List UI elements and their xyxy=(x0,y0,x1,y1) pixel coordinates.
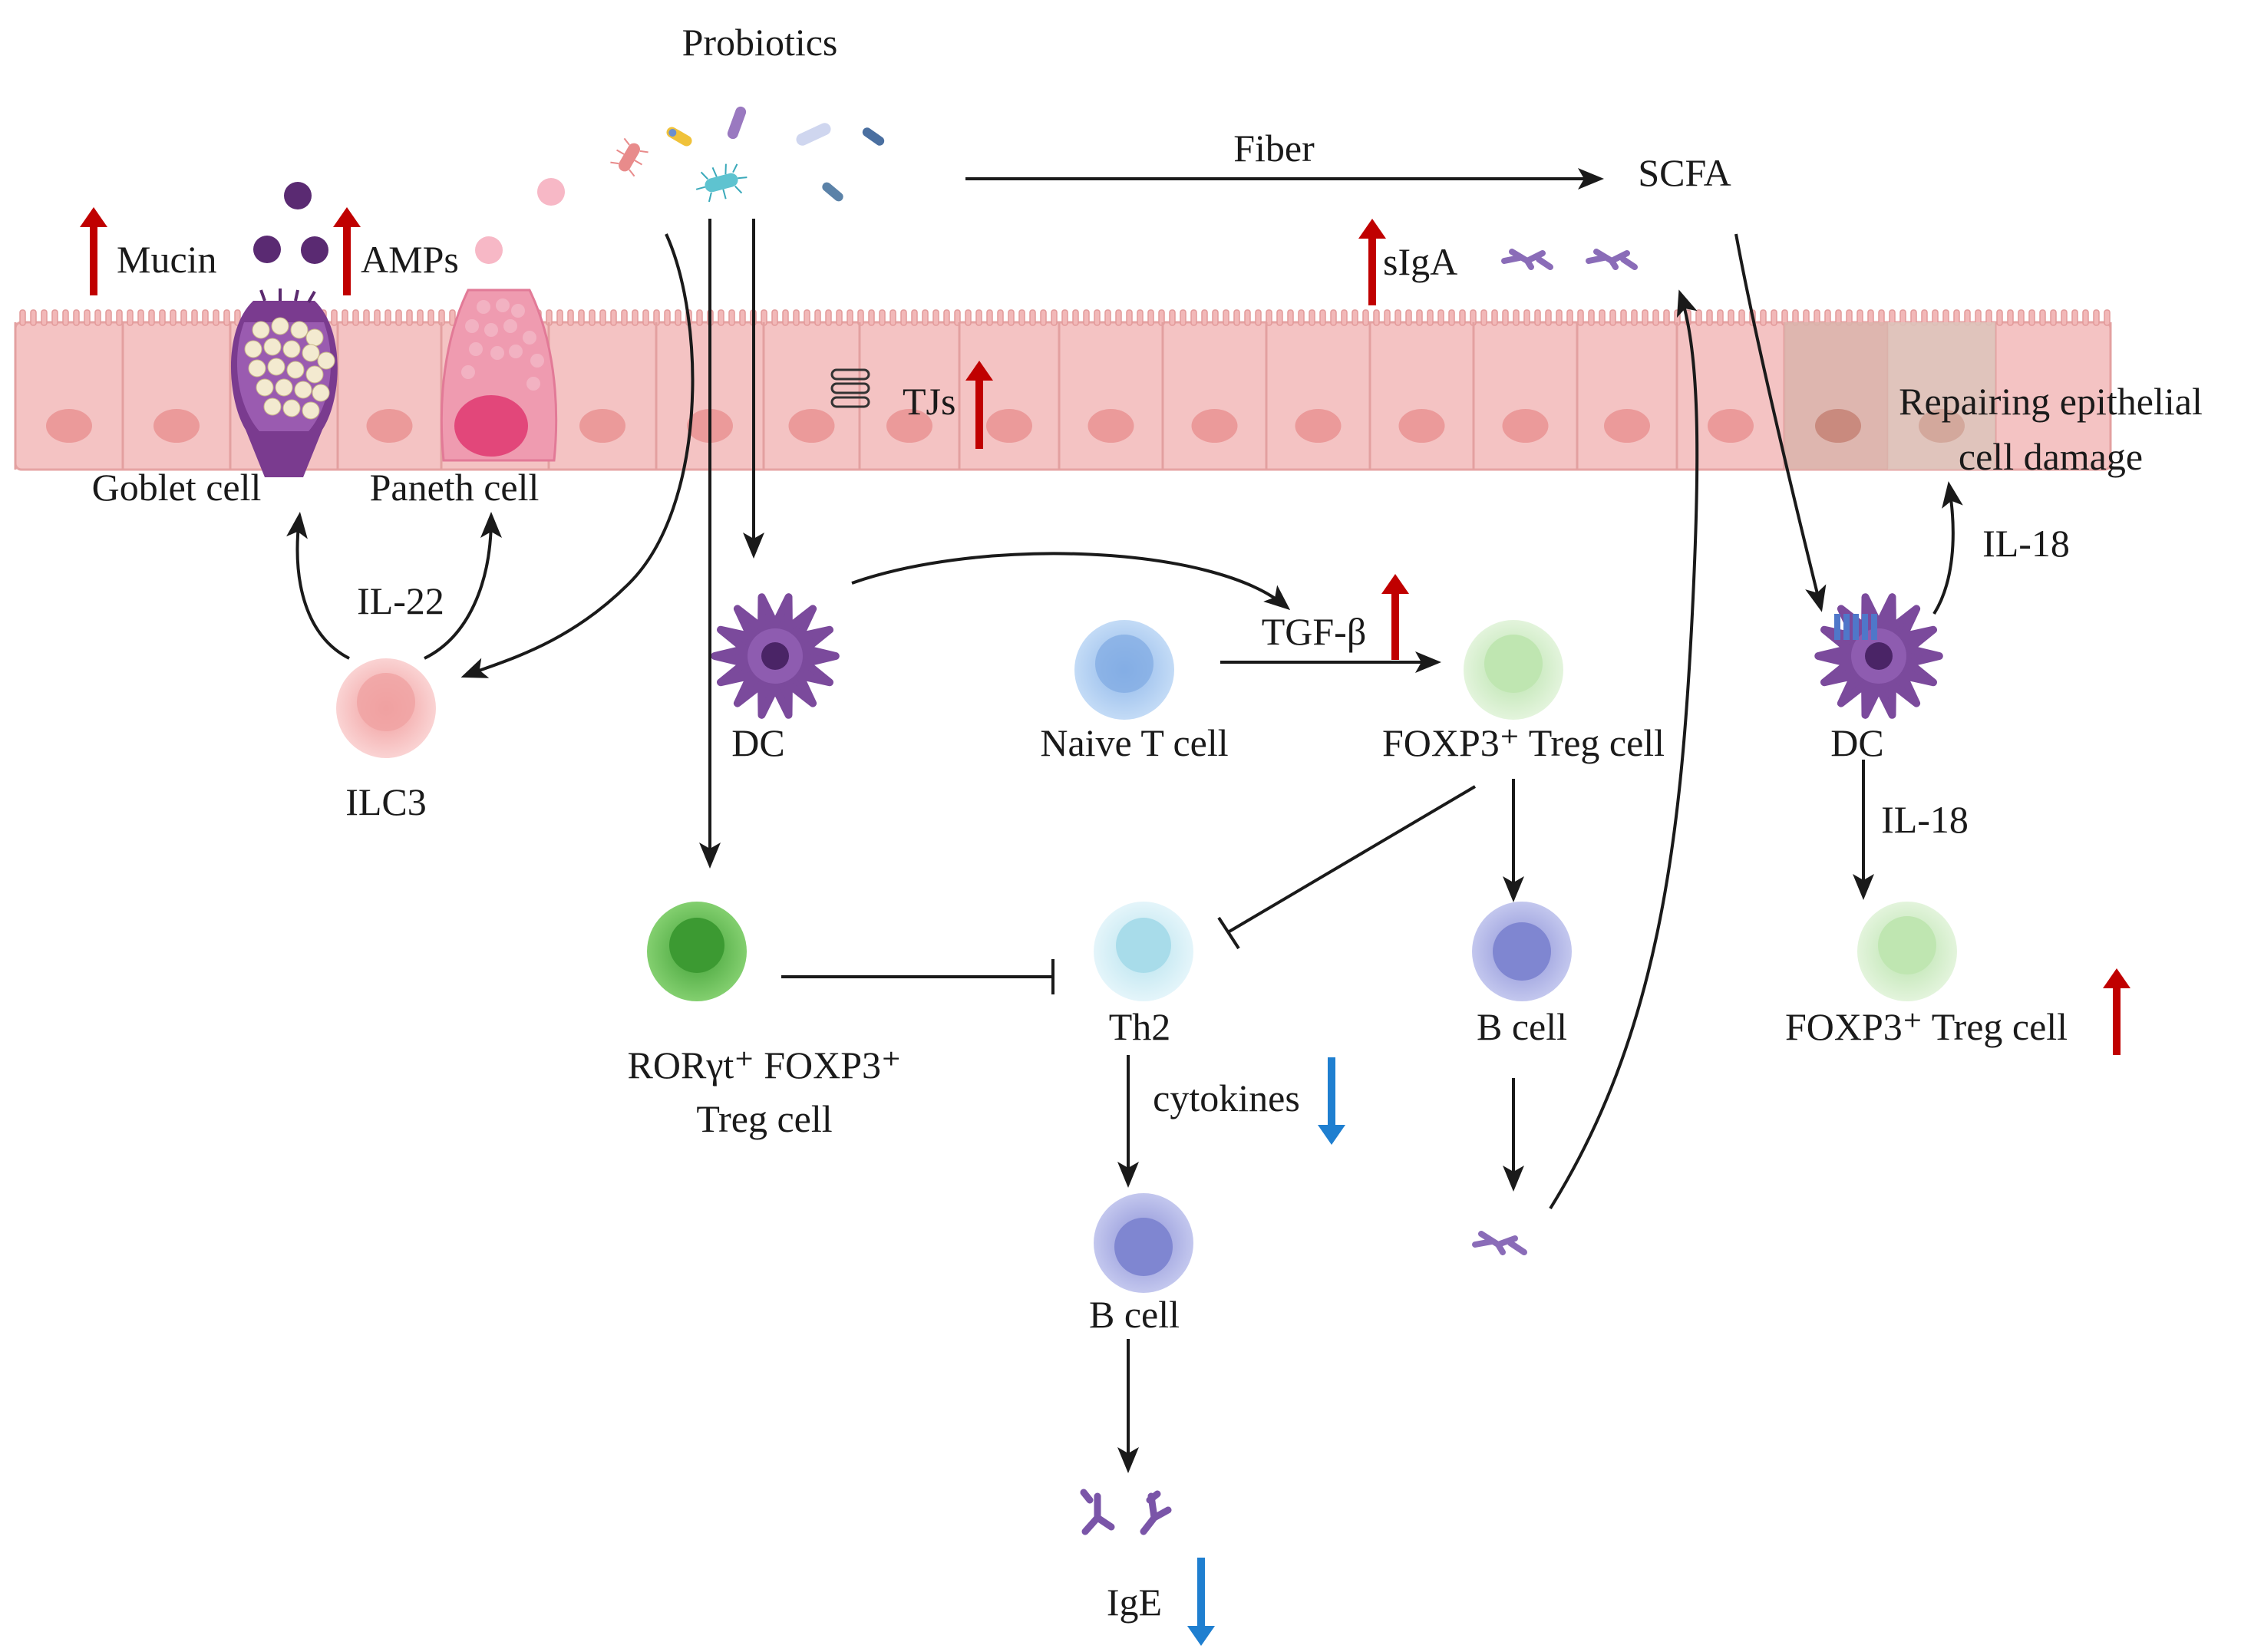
b-cell-center xyxy=(1472,902,1572,1001)
label-tgf-beta: TGF-β xyxy=(1262,610,1367,653)
roryt-foxp3-treg-cell xyxy=(647,902,747,1001)
label-ige: IgE xyxy=(1107,1581,1162,1624)
decrease-arrow xyxy=(1318,1057,1345,1145)
label-dc-left: DC xyxy=(731,721,784,764)
label-goblet-cell: Goblet cell xyxy=(92,466,262,509)
label-tjs: TJs xyxy=(903,380,955,423)
epithelial-nuclei xyxy=(46,409,1754,443)
paneth-granules xyxy=(461,298,544,391)
foxp3-treg-cell-center xyxy=(1464,620,1563,720)
label-foxp3-treg-center: FOXP3⁺ Treg cell xyxy=(1382,721,1665,764)
arrow-scfa-dc xyxy=(1734,233,1827,612)
label-roryt-treg-line1: RORγt⁺ FOXP3⁺ xyxy=(628,1044,902,1086)
label-th2: Th2 xyxy=(1109,1005,1171,1048)
damaged-cell-nucleus xyxy=(1815,409,1861,443)
arrow-dc-tgfb xyxy=(851,552,1291,611)
label-mucin: Mucin xyxy=(117,238,217,281)
ige-antibodies xyxy=(1080,1489,1172,1535)
arrow-ilc3-paneth xyxy=(424,512,502,660)
increase-arrow xyxy=(80,207,107,295)
label-siga: sIgA xyxy=(1383,240,1457,283)
label-repairing-line2: cell damage xyxy=(1959,435,2143,478)
foxp3-treg-cell-right xyxy=(1857,902,1957,1001)
amp-particles xyxy=(475,178,565,264)
scfa-receptor-icon xyxy=(1834,614,1877,640)
inhibit-bar xyxy=(1217,916,1240,950)
label-b-cell-lower: B cell xyxy=(1089,1293,1180,1336)
tight-junction-icon xyxy=(830,368,870,408)
dendritic-cell-left xyxy=(711,593,840,719)
label-il18-upper: IL-18 xyxy=(1982,522,2070,565)
probiotic-bacteria xyxy=(610,106,885,203)
labels: Probiotics Fiber SCFA Mucin AMPs sIgA TJ… xyxy=(92,21,2203,1624)
naive-t-cell xyxy=(1074,620,1174,720)
increase-arrow xyxy=(965,361,993,449)
label-b-cell-center: B cell xyxy=(1477,1005,1567,1048)
label-naive-t-cell: Naive T cell xyxy=(1040,721,1228,764)
ilc3-cell xyxy=(336,658,436,758)
label-scfa: SCFA xyxy=(1638,151,1731,194)
label-paneth-cell: Paneth cell xyxy=(370,466,540,509)
dendritic-cell-right xyxy=(1814,593,1943,719)
label-probiotics: Probiotics xyxy=(682,21,838,64)
arrow-dc-repair xyxy=(1932,481,1963,615)
label-il22: IL-22 xyxy=(357,579,444,622)
arrow-ilc3-goblet xyxy=(286,512,350,660)
inhibit-treg-th2 xyxy=(1226,785,1477,934)
increase-arrow xyxy=(1358,219,1386,305)
damaged-epithelial-cell xyxy=(1784,322,1888,470)
indicator-arrows xyxy=(80,207,2130,1646)
arrow-probiotics-ilc3 xyxy=(460,233,695,678)
siga-antibody xyxy=(1501,249,1638,270)
antibody-icon xyxy=(1472,1231,1527,1255)
goblet-granules xyxy=(244,317,335,420)
label-foxp3-treg-right: FOXP3⁺ Treg cell xyxy=(1785,1005,2068,1048)
goblet-cell-graphic xyxy=(230,289,338,477)
label-roryt-treg-line2: Treg cell xyxy=(696,1097,832,1140)
label-il18-lower: IL-18 xyxy=(1881,798,1969,841)
connectors xyxy=(286,168,1963,1473)
label-repairing-line1: Repairing epithelial xyxy=(1899,380,2203,423)
increase-arrow xyxy=(333,207,361,295)
th2-cell xyxy=(1094,902,1193,1001)
increase-arrow xyxy=(2103,968,2130,1055)
increase-arrow xyxy=(1381,574,1409,660)
label-cytokines: cytokines xyxy=(1153,1077,1300,1119)
arrow-antibody-siga xyxy=(1549,289,1699,1210)
b-cell-lower xyxy=(1094,1193,1193,1293)
label-amps: AMPs xyxy=(361,238,459,281)
label-ilc3: ILC3 xyxy=(345,780,427,823)
label-dc-right: DC xyxy=(1830,721,1883,764)
label-fiber: Fiber xyxy=(1233,127,1315,170)
decrease-arrow xyxy=(1187,1558,1215,1646)
damaged-epithelial-cell xyxy=(1888,322,1995,470)
paneth-cell-graphic xyxy=(440,289,558,462)
mucin-particles xyxy=(253,182,328,264)
damaged-cell-nucleus xyxy=(1919,409,1965,443)
